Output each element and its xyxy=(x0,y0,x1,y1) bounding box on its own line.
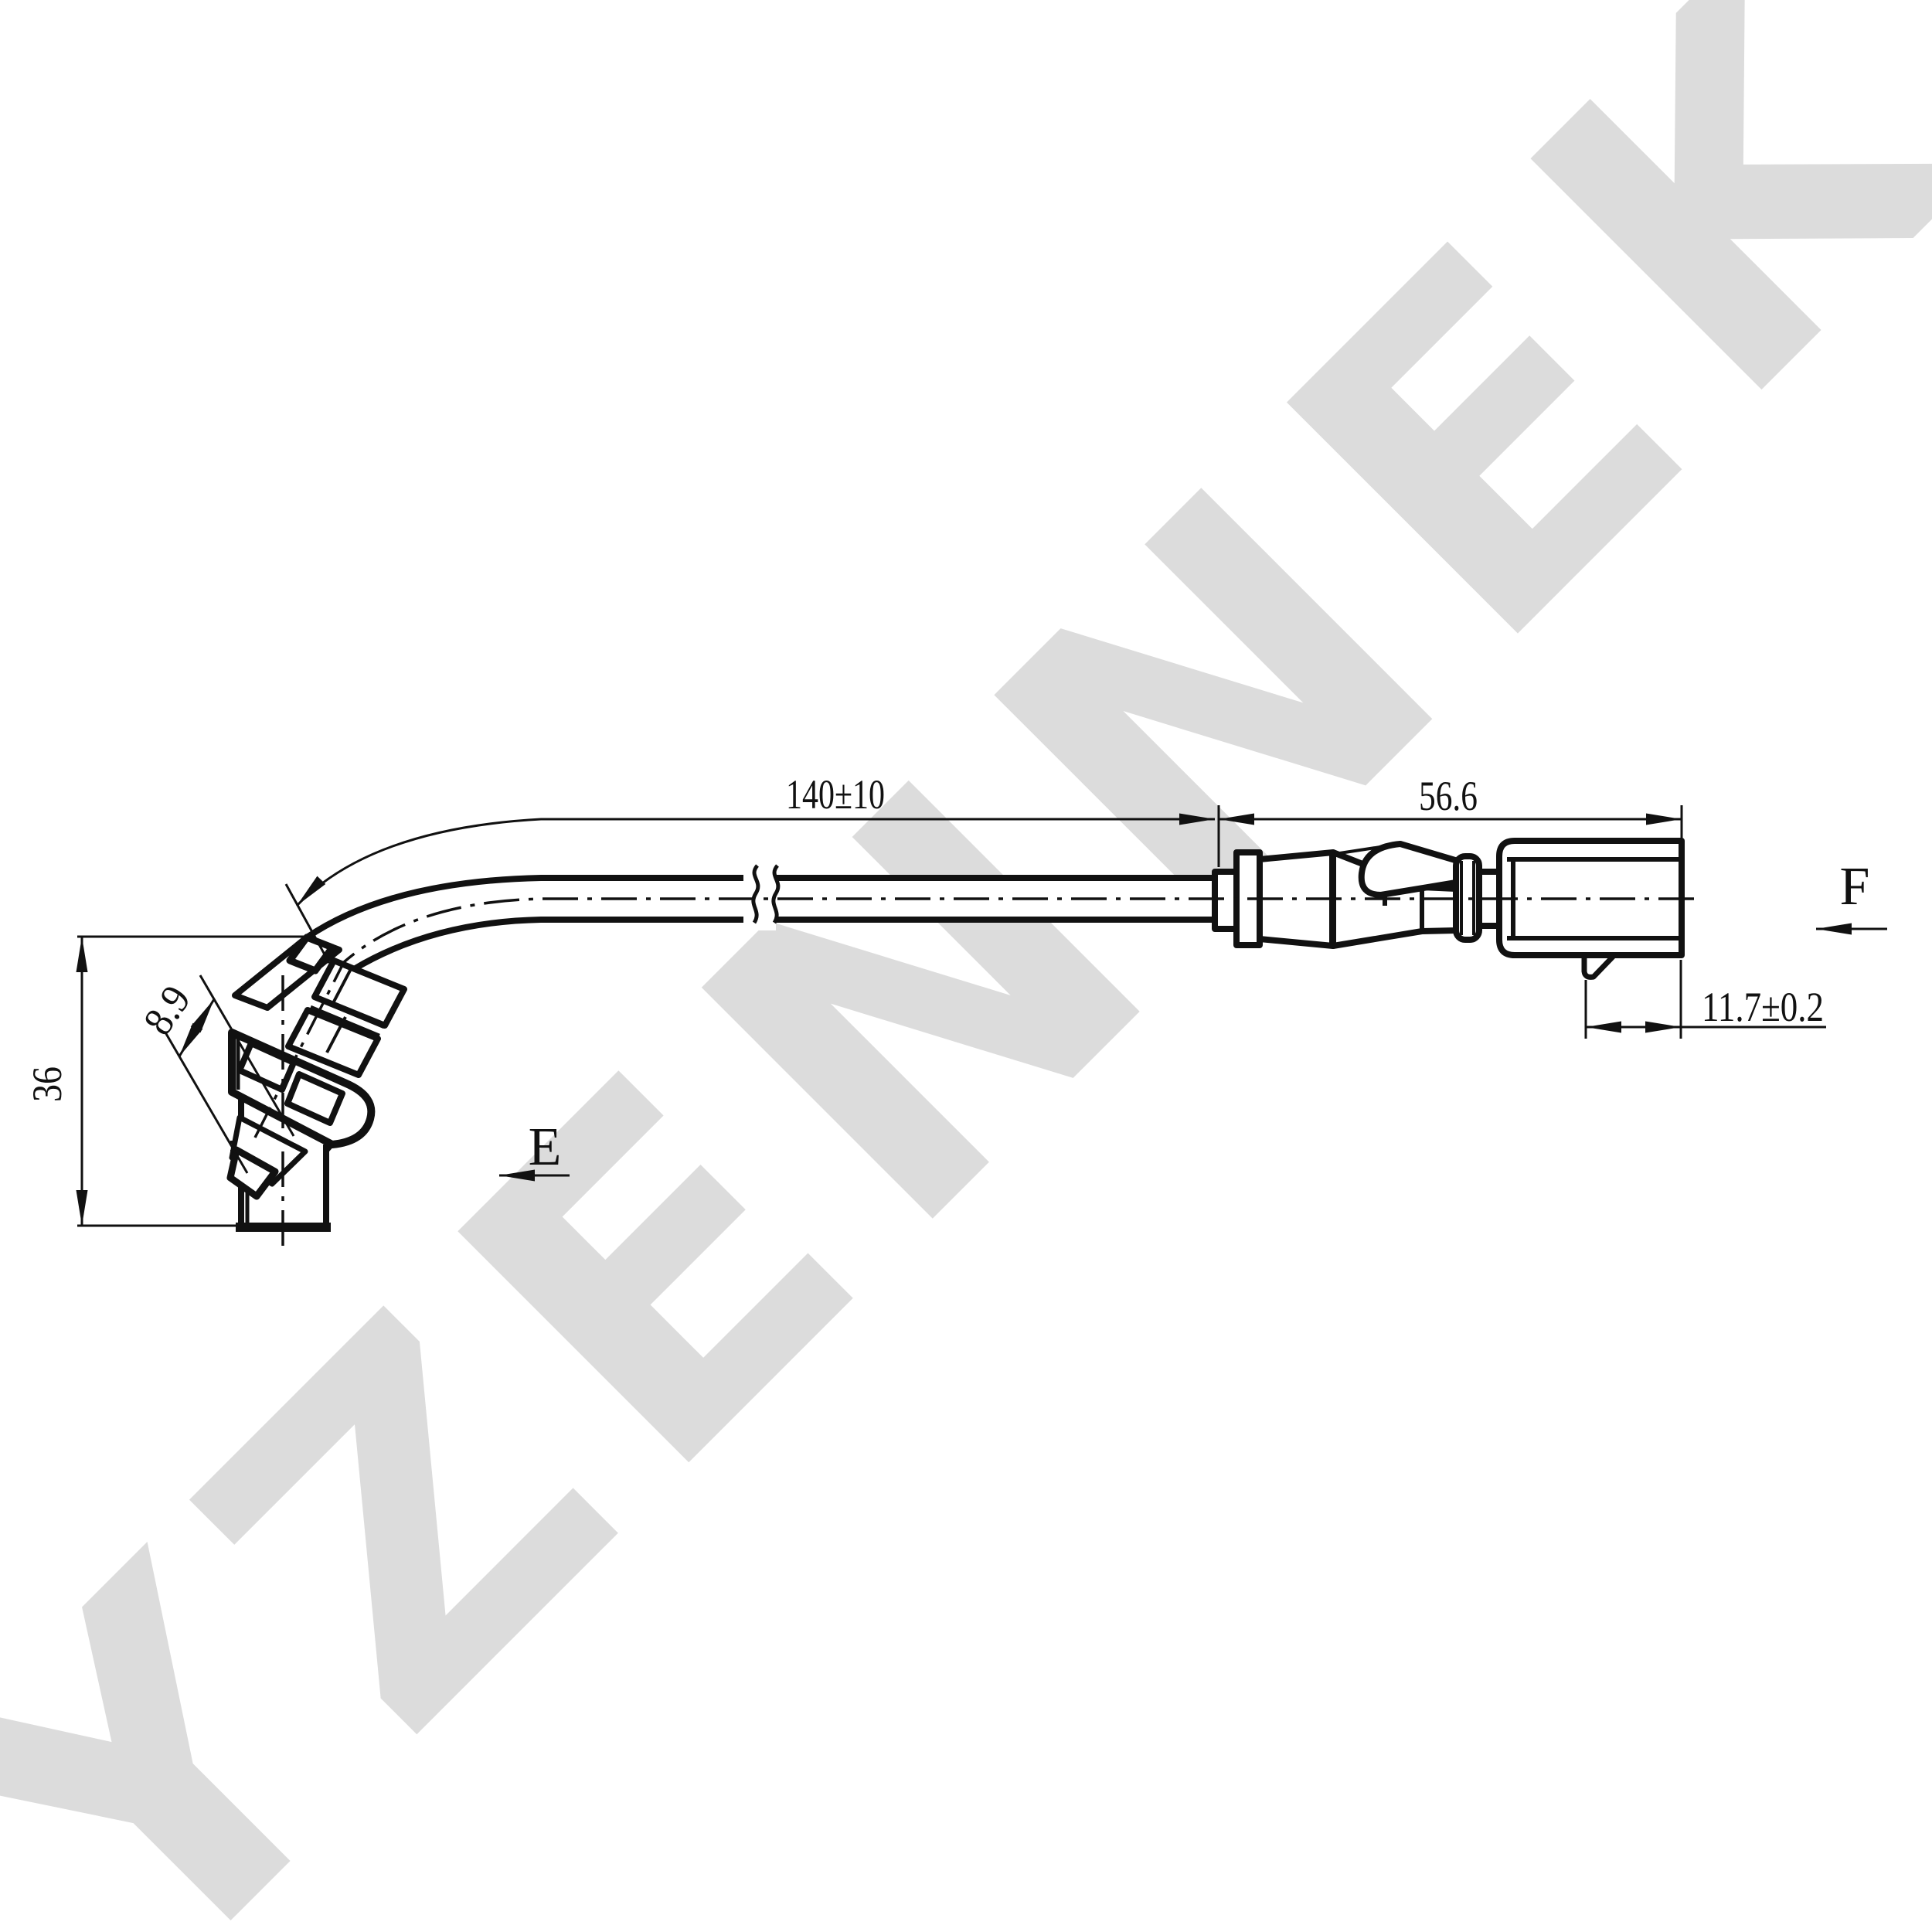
boot-clamp-step xyxy=(286,934,336,975)
bracket-window-2 xyxy=(284,1071,345,1126)
dim-latch-offset xyxy=(1584,960,1826,1039)
view-f-label: F xyxy=(1840,857,1870,917)
dim-connector-length-text: 56.6 xyxy=(1419,773,1478,819)
dim-head-height-text: 36 xyxy=(24,1066,70,1102)
bracket-window-1 xyxy=(236,1040,297,1093)
sensor-head xyxy=(226,934,407,1232)
view-e-label: E xyxy=(529,1117,562,1177)
connector-seal-ring xyxy=(1453,853,1482,943)
connector-latch-tab xyxy=(1581,954,1616,980)
latch-link-line xyxy=(1334,845,1381,855)
cable-bottom-edge xyxy=(352,917,1215,972)
break-symbol xyxy=(743,864,781,930)
dim-latch-offset-text: 11.7±0.2 xyxy=(1702,984,1824,1030)
dim-head-width-text: 8.9 xyxy=(134,977,199,1043)
dim-head-width xyxy=(164,975,295,1174)
dim-cable-length-text: 140±10 xyxy=(786,771,885,818)
dim-head-height xyxy=(76,935,331,1227)
break-gap xyxy=(743,864,776,930)
dim-connector-length xyxy=(1219,805,1683,839)
connector-grommet xyxy=(1212,869,1240,932)
dimension-layer xyxy=(76,805,1887,1227)
bracket-plate xyxy=(228,1029,376,1153)
connector-latch-lever xyxy=(1358,841,1466,898)
